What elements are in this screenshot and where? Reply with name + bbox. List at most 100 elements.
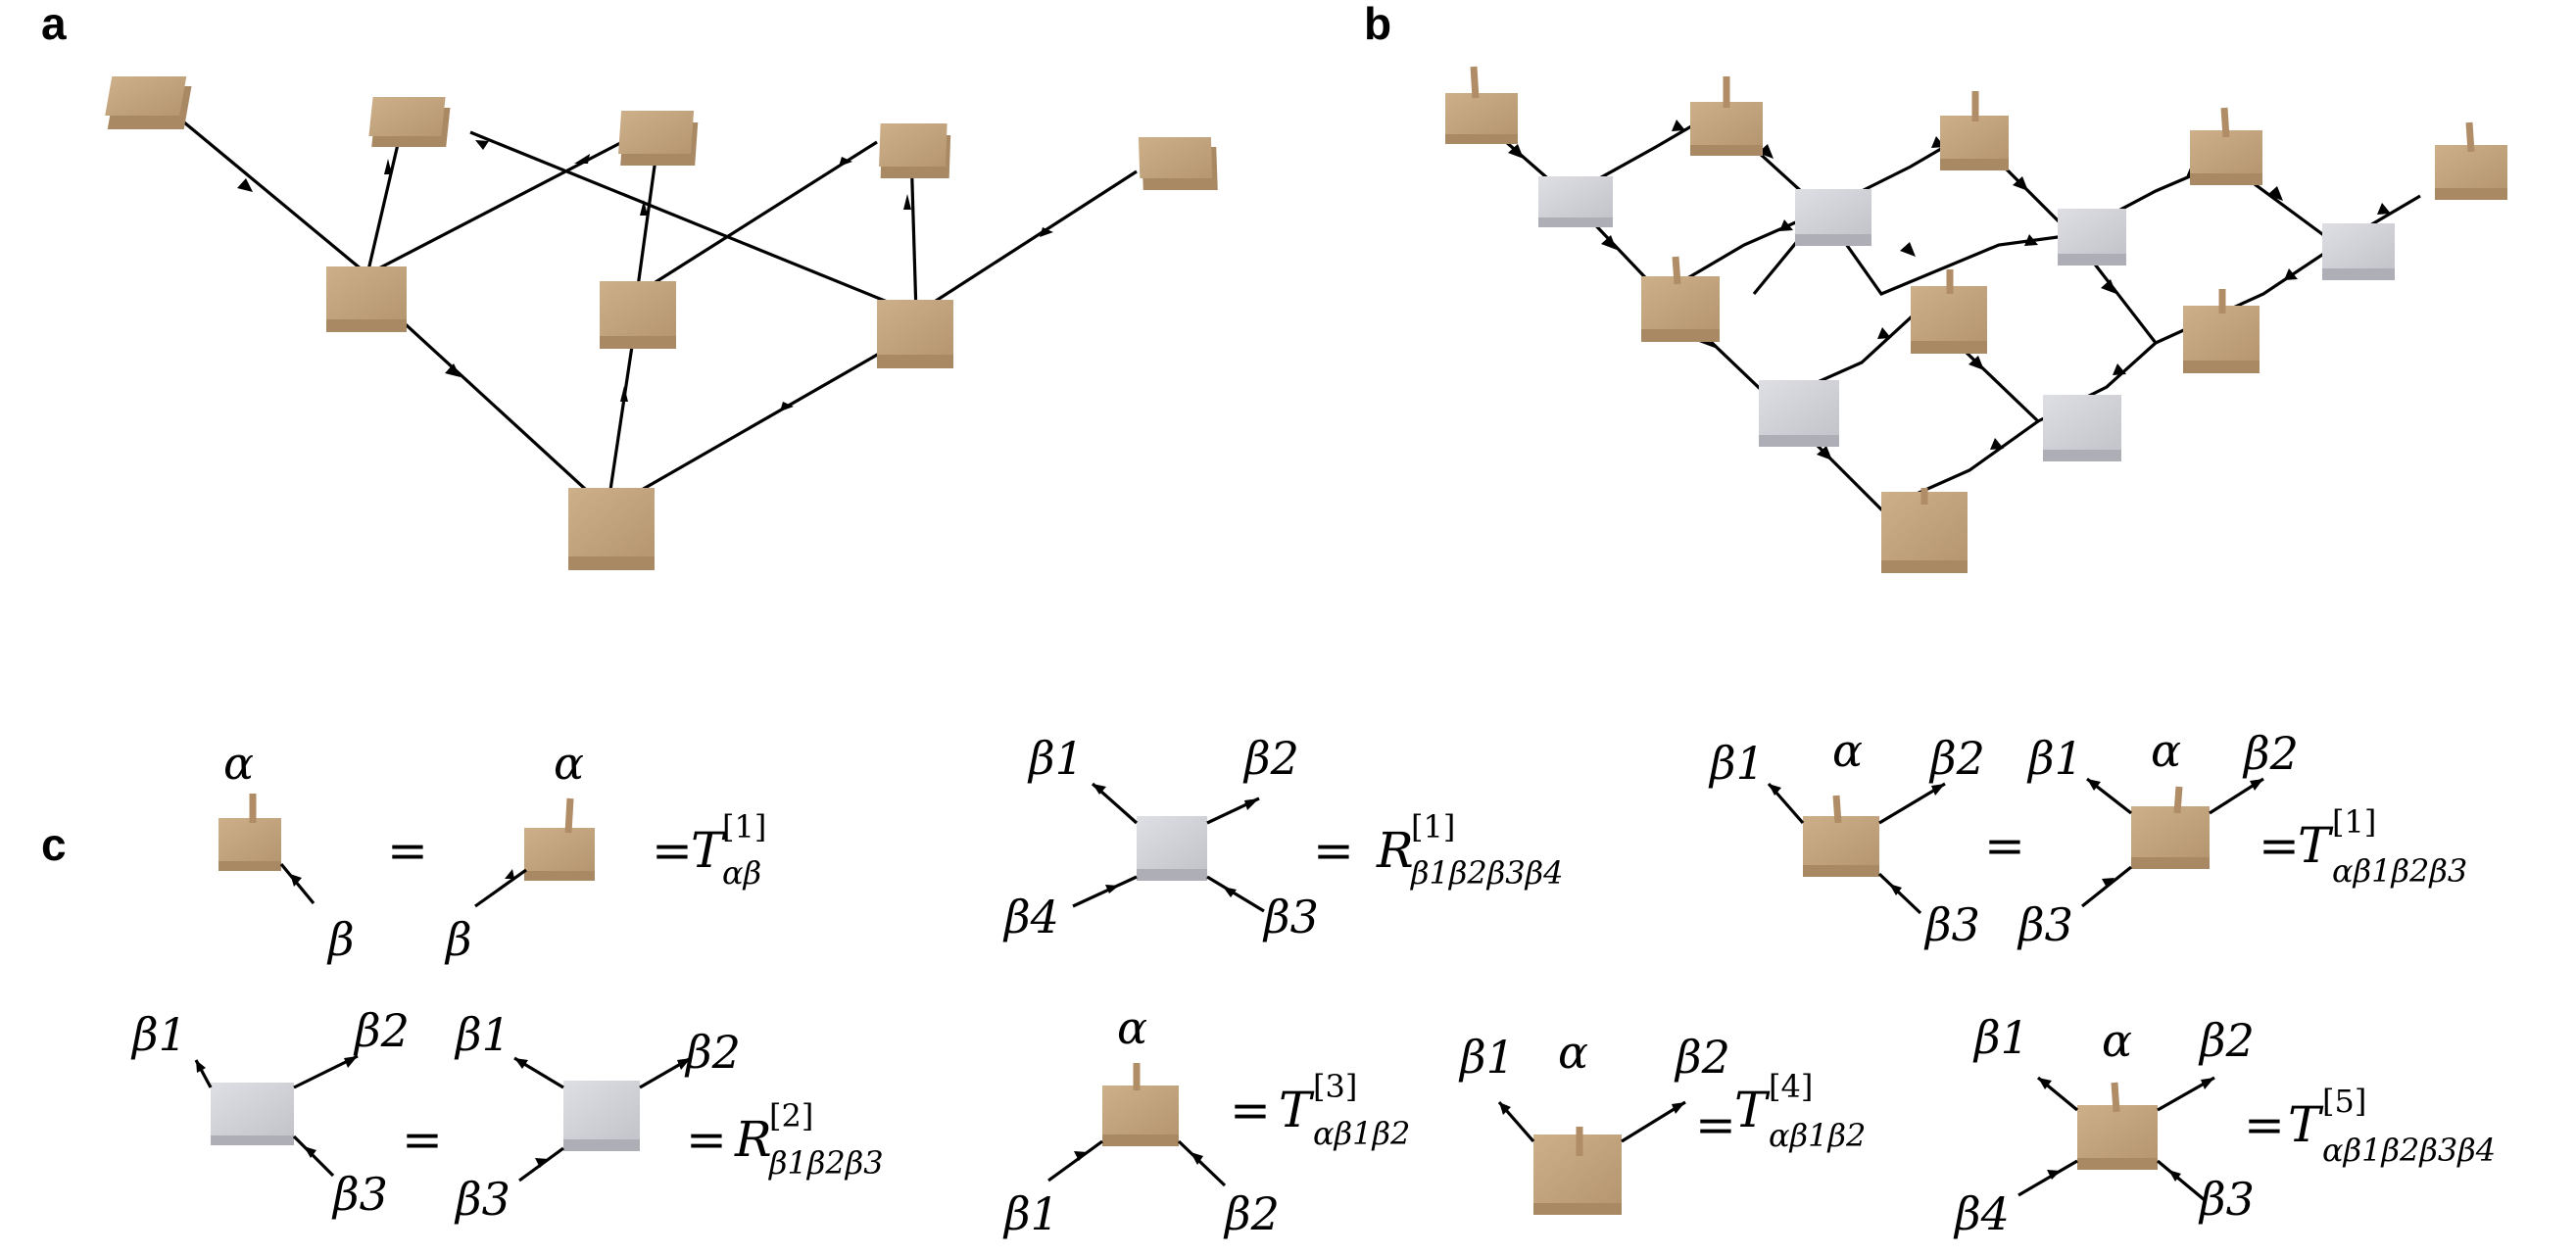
panel-a-nodes	[105, 76, 1218, 570]
label-beta2: β2	[1242, 732, 1299, 785]
edge-arrowhead	[574, 154, 590, 164]
equation-T3: α β1 β2 = T [3] αβ1β2	[1002, 1001, 1410, 1240]
edge-arrowhead	[1601, 235, 1617, 250]
b-grey-1	[1538, 176, 1613, 227]
tensor-subscript: β1β2β3	[768, 1144, 884, 1182]
label-beta1: β1	[130, 1008, 187, 1061]
label-beta1: β1	[1458, 1031, 1515, 1084]
equals-sign: =	[402, 1111, 443, 1168]
edge	[635, 151, 658, 295]
b-brown-9	[1881, 488, 1968, 573]
brown-tensor	[219, 818, 281, 861]
edge-arrowhead	[2113, 363, 2126, 375]
equals-sign: =	[2259, 817, 2300, 874]
edge	[366, 140, 623, 276]
label-beta2: β2	[684, 1026, 741, 1079]
a-mid-1	[326, 266, 407, 332]
label-alpha: α	[223, 737, 254, 790]
edge-arrowhead	[1040, 227, 1053, 237]
panel-a-tree-network	[105, 76, 1218, 570]
edge-arrowhead	[475, 140, 489, 150]
edge-arrowhead	[445, 363, 461, 377]
tensor-superscript: [2]	[769, 1097, 813, 1134]
edge	[915, 169, 1138, 315]
b-grey-4	[2322, 223, 2395, 280]
edge-arrowhead	[2267, 186, 2283, 201]
a-top-1	[105, 76, 192, 129]
tensor-subscript: αβ1β2β3	[2332, 852, 2467, 890]
edge-arrowhead	[2101, 279, 2116, 294]
panel-label-b: b	[1364, 0, 1391, 49]
edge	[636, 140, 878, 296]
edge-arrowhead	[903, 194, 911, 210]
edge	[365, 126, 404, 275]
tensor-subscript: αβ	[722, 854, 761, 892]
label-beta1: β1	[1972, 1011, 2029, 1064]
equals-sign: =	[652, 822, 693, 879]
b-grey-2	[1795, 189, 1871, 246]
tensor-name: T	[2298, 817, 2334, 874]
panel-a-arrowheads	[237, 140, 1053, 411]
edge-arrowhead	[1508, 144, 1524, 159]
label-beta1: β1	[1708, 737, 1765, 790]
b-brown-5	[2435, 121, 2507, 200]
edge-arrowhead	[2284, 268, 2298, 280]
a-top-2	[368, 97, 451, 147]
b-grey-5	[1759, 380, 1839, 447]
a-mid-2	[600, 281, 676, 349]
equals-sign: =	[2244, 1096, 2285, 1153]
label-beta1: β1	[1027, 732, 1084, 785]
label-alpha: α	[1558, 1026, 1588, 1079]
b-brown-8	[2183, 289, 2260, 373]
label-beta3: β3	[2017, 898, 2073, 951]
grey-tensor	[211, 1083, 294, 1135]
tensor-name: R	[734, 1111, 772, 1168]
label-beta2: β2	[1674, 1031, 1730, 1084]
label-alpha: α	[1117, 1001, 1147, 1054]
panel-b-grid-network	[1445, 66, 2507, 573]
edge-arrowhead	[1968, 356, 1984, 370]
edge-arrowhead	[1817, 446, 1832, 460]
panel-label-c: c	[41, 819, 67, 870]
label-beta3: β3	[2198, 1173, 2255, 1226]
brown-tensor	[1102, 1086, 1179, 1134]
tensor-subscript: αβ1β2β3β4	[2322, 1132, 2496, 1169]
brown-tensor	[524, 828, 595, 871]
label-alpha: α	[2151, 724, 2181, 777]
equals-sign: =	[1230, 1082, 1271, 1138]
tensor-name: T	[691, 822, 727, 879]
edge-arrowhead	[1900, 242, 1916, 257]
edge	[607, 336, 907, 511]
tensor-name: R	[1376, 822, 1414, 879]
equation-T1-ab: α β = α β = T [1] αβ	[219, 737, 766, 966]
brown-tensor	[1803, 816, 1879, 865]
edge-arrowhead	[1877, 327, 1891, 339]
tensor-superscript: [5]	[2322, 1083, 2366, 1120]
edge-arrowhead	[839, 157, 852, 167]
b-brown-1	[1445, 66, 1518, 144]
a-top-3	[618, 111, 699, 166]
tensor-name: T	[2288, 1096, 2324, 1153]
label-beta1: β1	[1002, 1187, 1059, 1240]
edge	[370, 292, 609, 511]
label-beta1: β1	[2026, 732, 2083, 785]
a-top-5	[1138, 137, 1218, 190]
b-grey-6	[2043, 395, 2121, 461]
equals-sign: =	[1984, 817, 2025, 874]
label-beta2: β2	[2242, 727, 2299, 780]
equals-sign: =	[387, 822, 428, 879]
edge-arrowhead	[620, 386, 628, 402]
a-root	[568, 488, 655, 570]
tensor-superscript: [1]	[2332, 803, 2376, 841]
tensor-name: T	[1279, 1082, 1315, 1138]
edge-arrowhead	[237, 178, 253, 192]
label-beta2: β2	[2198, 1014, 2255, 1067]
edge	[165, 106, 369, 276]
b-grey-3	[2058, 209, 2126, 265]
b-brown-3	[1940, 91, 2009, 170]
tensor-superscript: [1]	[1411, 808, 1455, 845]
label-beta2: β2	[1928, 732, 1985, 785]
edge-arrowhead	[780, 402, 794, 411]
label-beta3: β3	[454, 1173, 510, 1226]
